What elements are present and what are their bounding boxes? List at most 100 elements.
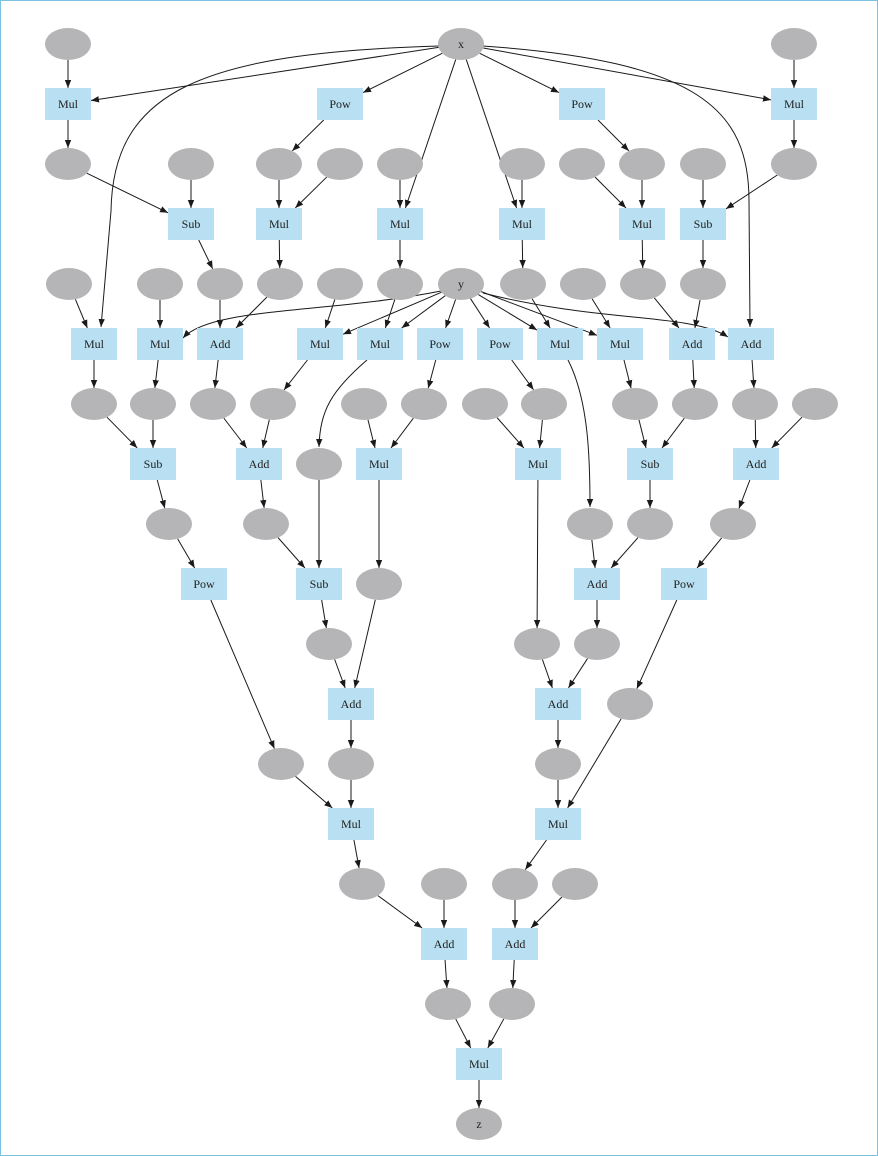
value-node bbox=[500, 268, 546, 300]
edge-a11-to-j1 bbox=[443, 959, 450, 989]
edge-j2-to-m17 bbox=[487, 1018, 505, 1049]
ellipse-shape bbox=[377, 148, 423, 180]
ellipse-shape bbox=[612, 388, 658, 420]
node-label: Add bbox=[505, 937, 526, 951]
ellipse-shape bbox=[377, 268, 423, 300]
edge-f2-to-s5 bbox=[277, 537, 306, 569]
variable-node-z: z bbox=[456, 1108, 502, 1140]
edge-b7-to-m6 bbox=[594, 176, 627, 209]
box-shape bbox=[256, 208, 302, 240]
node-label: Mul bbox=[548, 817, 569, 831]
edge-a7-to-f5 bbox=[738, 479, 751, 509]
edge-s1-to-c3 bbox=[198, 239, 214, 270]
edge-a12-to-j2 bbox=[510, 959, 517, 989]
value-node bbox=[257, 268, 303, 300]
value-node bbox=[732, 388, 778, 420]
box-shape bbox=[421, 928, 467, 960]
edge-d5-to-m13 bbox=[367, 419, 377, 449]
op-node-pow: Pow bbox=[417, 328, 463, 360]
edge-d12-to-a7 bbox=[771, 416, 803, 449]
ellipse-shape bbox=[256, 148, 302, 180]
ellipse-shape bbox=[438, 28, 484, 60]
node-label: Pow bbox=[571, 97, 593, 111]
ellipse-shape bbox=[535, 748, 581, 780]
value-node bbox=[535, 748, 581, 780]
edge-p2-to-b8 bbox=[597, 119, 630, 152]
ellipse-shape bbox=[46, 268, 92, 300]
edge-m12-to-d9 bbox=[623, 359, 633, 389]
op-node-add: Add bbox=[421, 928, 467, 960]
ellipse-shape bbox=[341, 388, 387, 420]
op-node-add: Add bbox=[197, 328, 243, 360]
node-label: Add bbox=[249, 457, 270, 471]
box-shape bbox=[296, 568, 342, 600]
node-label: Mul bbox=[528, 457, 549, 471]
node-label: Mul bbox=[469, 1057, 490, 1071]
ellipse-shape bbox=[680, 268, 726, 300]
node-label: Sub bbox=[144, 457, 163, 471]
edge-d1-to-s3 bbox=[106, 416, 138, 449]
box-shape bbox=[317, 88, 363, 120]
ellipse-shape bbox=[792, 388, 838, 420]
edge-m10-to-d13 bbox=[316, 359, 368, 448]
edge-p4-to-d8 bbox=[511, 359, 534, 391]
node-label: Add bbox=[548, 697, 569, 711]
edge-x-to-m4 bbox=[404, 59, 457, 209]
ellipse-shape bbox=[514, 628, 560, 660]
ellipse-shape bbox=[607, 688, 653, 720]
box-shape bbox=[456, 1048, 502, 1080]
edge-i4-to-a12 bbox=[530, 896, 563, 929]
ellipse-shape bbox=[462, 388, 508, 420]
op-node-add: Add bbox=[669, 328, 715, 360]
box-shape bbox=[728, 328, 774, 360]
box-shape bbox=[328, 688, 374, 720]
op-node-pow: Pow bbox=[477, 328, 523, 360]
ellipse-shape bbox=[168, 148, 214, 180]
edge-p3-to-d6 bbox=[427, 359, 437, 389]
edge-f4-to-a8 bbox=[610, 537, 639, 569]
edge-c6-to-m10 bbox=[384, 299, 396, 329]
box-shape bbox=[181, 568, 227, 600]
value-node bbox=[619, 148, 665, 180]
value-node bbox=[258, 748, 304, 780]
edge-f5-to-p6 bbox=[696, 537, 723, 569]
edge-m14-to-g2 bbox=[533, 479, 541, 629]
edge-c4-to-a3 bbox=[235, 296, 268, 329]
node-label: x bbox=[458, 37, 464, 51]
ellipse-shape bbox=[499, 148, 545, 180]
box-shape bbox=[537, 328, 583, 360]
node-label: Add bbox=[341, 697, 362, 711]
node-label: y bbox=[458, 277, 464, 291]
edge-x-to-m1 bbox=[90, 46, 439, 103]
node-label: Mul bbox=[369, 457, 390, 471]
value-node bbox=[710, 508, 756, 540]
ellipse-shape bbox=[627, 508, 673, 540]
box-shape bbox=[597, 328, 643, 360]
ellipse-shape bbox=[680, 148, 726, 180]
op-node-mul: Mul bbox=[537, 328, 583, 360]
box-shape bbox=[137, 328, 183, 360]
value-node bbox=[492, 868, 538, 900]
value-node bbox=[168, 148, 214, 180]
edge-a5-to-d11 bbox=[750, 359, 757, 389]
edge-s3-to-f1 bbox=[156, 479, 166, 509]
ellipse-shape bbox=[559, 148, 605, 180]
node-label: Sub bbox=[694, 217, 713, 231]
ellipse-shape bbox=[567, 508, 613, 540]
edge-m9-to-d4 bbox=[283, 359, 308, 391]
box-shape bbox=[771, 88, 817, 120]
box-shape bbox=[492, 928, 538, 960]
edge-g3-to-a10 bbox=[567, 658, 588, 689]
op-node-sub: Sub bbox=[680, 208, 726, 240]
edge-c9-to-a4 bbox=[653, 297, 680, 329]
box-shape bbox=[297, 328, 343, 360]
edge-f3-to-a8 bbox=[591, 539, 598, 569]
node-label: Pow bbox=[489, 337, 511, 351]
value-node bbox=[499, 148, 545, 180]
edge-d4-to-a6 bbox=[261, 419, 270, 449]
edge-d9-to-s4 bbox=[638, 419, 648, 449]
value-node bbox=[421, 868, 467, 900]
ellipse-shape bbox=[190, 388, 236, 420]
ellipse-shape bbox=[71, 388, 117, 420]
